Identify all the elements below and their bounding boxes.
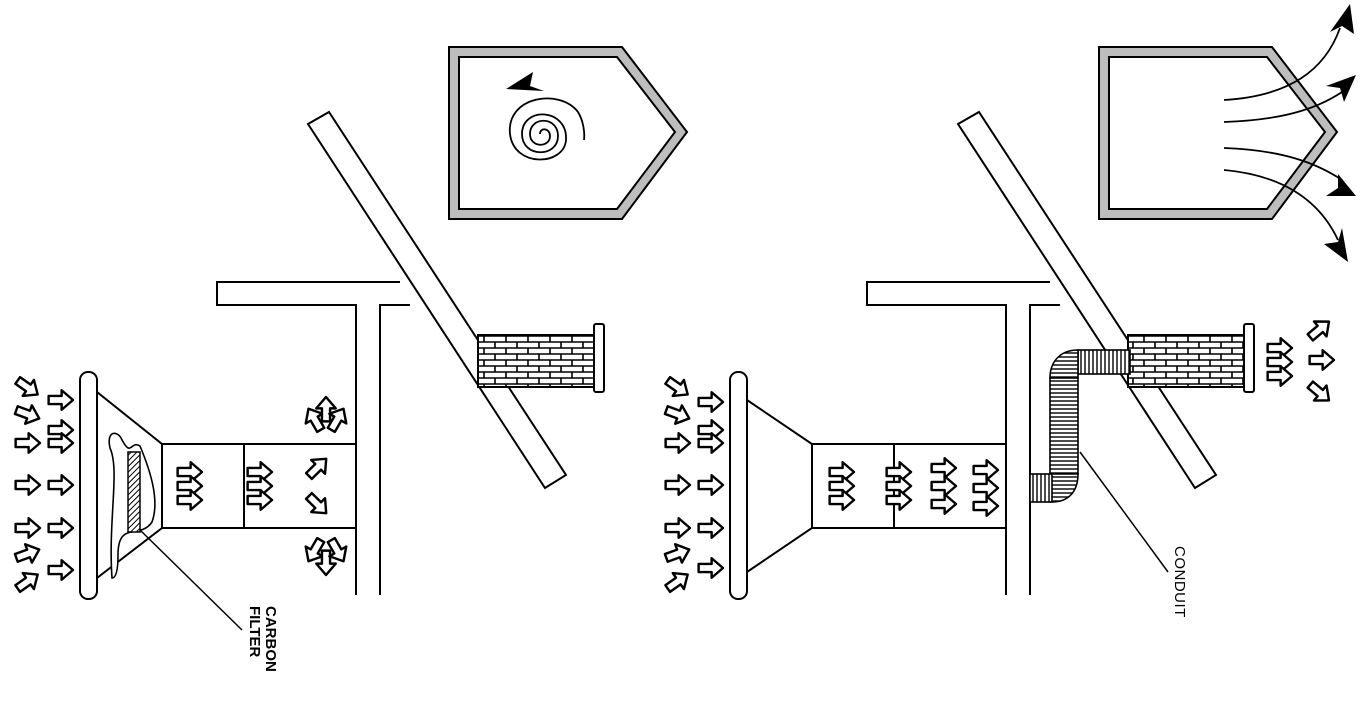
- flexible-conduit: [1029, 349, 1131, 503]
- right-panel: [660, 4, 1356, 600]
- ceiling-wall-outline: [216, 281, 400, 595]
- chimney-cap: [593, 323, 605, 393]
- exhaust-airflow-lines: [1223, 27, 1343, 241]
- exhaust-arrowheads: [1324, 4, 1356, 262]
- left-panel: [10, 46, 689, 631]
- house-frame-inner-right: [1108, 56, 1327, 210]
- carbon-filter-leader: [139, 529, 243, 631]
- carbon-filter-label: CARBON FILTER: [246, 606, 279, 672]
- ceiling-wall-outline-right: [866, 281, 1050, 595]
- chimney-outlet-arrows: [1266, 312, 1337, 410]
- roof-slab: [306, 110, 568, 490]
- intake-arrows-left: [10, 371, 75, 598]
- carbon-filter: [127, 451, 141, 533]
- conduit-label: CONDUIT: [1171, 546, 1188, 618]
- recirculation-swirl: [509, 97, 586, 161]
- chimney-bricks: [477, 334, 597, 388]
- hood-face-plate-right: [729, 371, 748, 600]
- hood-canopy-right: [746, 399, 813, 573]
- intake-arrows-right: [660, 371, 725, 598]
- swirl-arrowhead: [506, 72, 544, 91]
- chimney-cap-right: [1243, 323, 1255, 393]
- hood-face-plate: [79, 371, 98, 600]
- conduit-leader: [1079, 451, 1169, 573]
- house-frame-inner: [458, 56, 677, 210]
- chimney-bricks-right: [1127, 334, 1247, 388]
- wall-inner-line: [379, 304, 410, 595]
